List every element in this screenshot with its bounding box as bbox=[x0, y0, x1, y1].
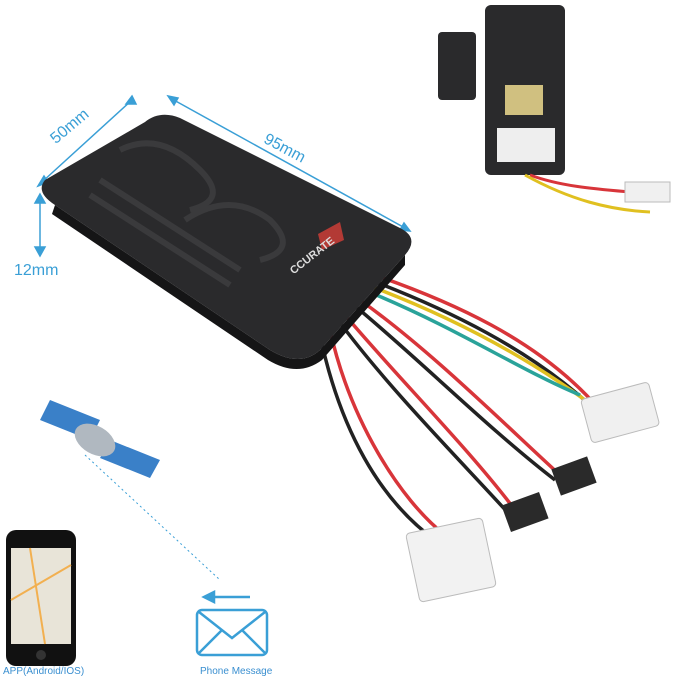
connectors bbox=[405, 382, 660, 603]
phone-icon bbox=[6, 530, 76, 666]
wires bbox=[318, 268, 602, 542]
height-label: 12mm bbox=[14, 262, 59, 279]
gps-tracker-device bbox=[41, 114, 412, 369]
satellite-icon bbox=[40, 400, 221, 581]
logo-mark bbox=[318, 222, 344, 250]
message-caption: Phone Message bbox=[200, 666, 273, 677]
rear-view-device bbox=[438, 5, 671, 214]
dimension-arrows bbox=[33, 94, 412, 258]
envelope-icon bbox=[195, 589, 269, 657]
app-caption: APP(Android/IOS) bbox=[3, 666, 85, 677]
